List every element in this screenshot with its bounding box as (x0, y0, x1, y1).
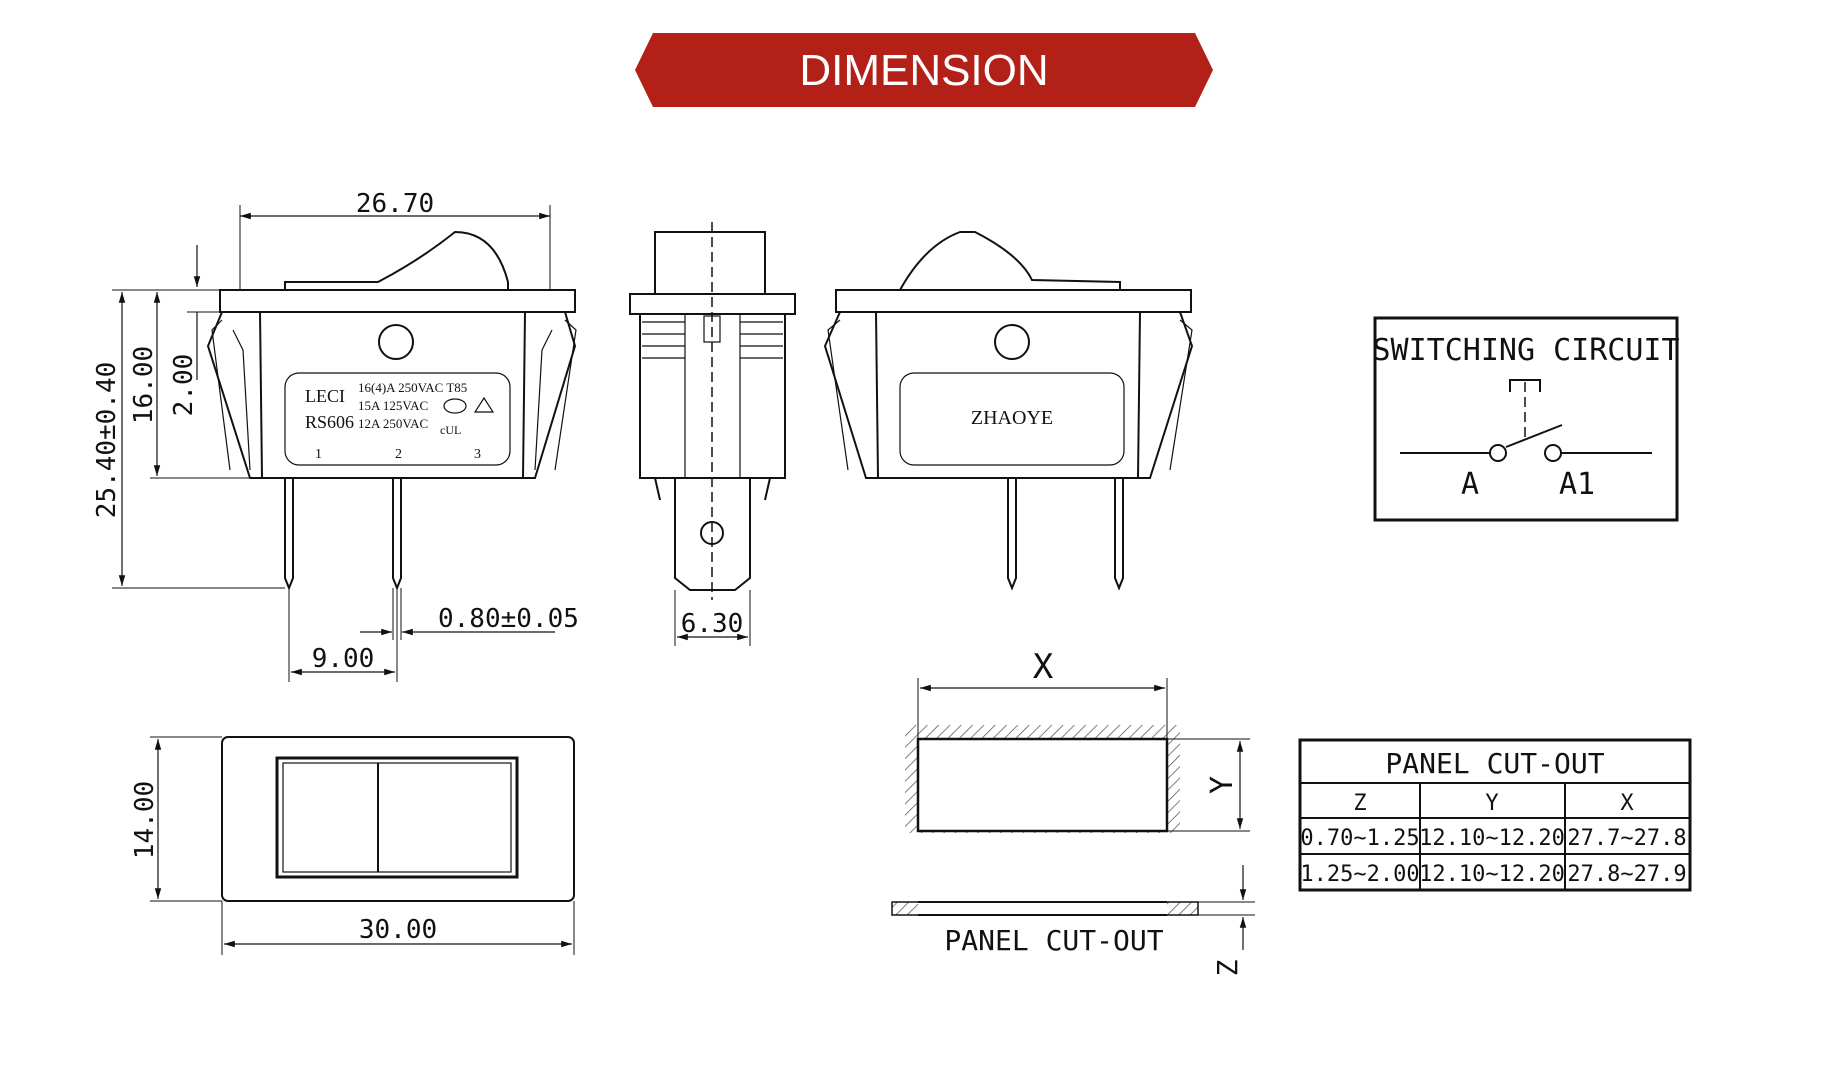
front-brand: LECI (305, 386, 345, 406)
terminal-a1-node (1544, 444, 1562, 462)
table-header-z: Z (1353, 791, 1366, 816)
switching-circuit-title: SWITCHING CIRCUIT (1372, 333, 1679, 368)
cutout-y-label: Y (1205, 776, 1240, 794)
banner-shape (635, 33, 1213, 107)
ccc-mark-icon (443, 398, 467, 414)
table-cell: 1.25~2.00 (1300, 862, 1419, 887)
dim-top-width: 30.00 (359, 915, 437, 945)
dim-body-height: 16.00 (129, 346, 159, 424)
cutout-z-label: Z (1211, 960, 1244, 977)
table-cell: 12.10~12.20 (1419, 862, 1565, 887)
table-cell: 12.10~12.20 (1419, 826, 1565, 851)
front-rating-1: 16(4)A 250VAC T85 (358, 380, 467, 395)
dim-pin-pitch: 9.00 (312, 644, 375, 674)
cutout-x-label: X (1033, 647, 1054, 687)
terminal-a1-label: A1 (1559, 467, 1595, 502)
dim-top-height-14: 14.00 (130, 781, 160, 859)
front-pin-1: 1 (315, 447, 322, 462)
dim-top-height: 2.00 (169, 354, 199, 417)
ul-mark-icon: cUL (440, 423, 461, 437)
switching-circuit-box: SWITCHING CIRCUIT A A1 (1372, 316, 1680, 522)
panel-cutout-table: PANEL CUT-OUT Z Y X 0.70~1.25 12.10~12.2… (1298, 738, 1692, 892)
cutout-caption: PANEL CUT-OUT (944, 924, 1163, 957)
front-rating-2: 15A 125VAC (358, 398, 428, 413)
table-title: PANEL CUT-OUT (1385, 747, 1604, 780)
side-view: 6.30 (629, 222, 796, 646)
front-pin-2: 2 (395, 447, 402, 462)
triangle-mark-icon (473, 396, 495, 413)
terminal-a-node (1489, 444, 1507, 462)
dim-total-height: 25.40±0.40 (92, 362, 122, 519)
table-header-x: X (1620, 791, 1634, 816)
terminal-a-label: A (1461, 467, 1479, 502)
table-cell: 0.70~1.25 (1300, 826, 1419, 851)
side-ribs (642, 321, 783, 359)
header-banner: DIMENSION (635, 33, 1213, 107)
page-title: DIMENSION (799, 46, 1048, 95)
back-view: ZHAOYE (823, 231, 1194, 591)
front-model: RS606 (305, 412, 354, 432)
table-cell: 27.7~27.8 (1567, 826, 1686, 851)
back-brand: ZHAOYE (971, 407, 1053, 429)
dim-pin-thickness: 0.80±0.05 (438, 604, 579, 634)
panel-cutout-drawing: X Y Z PANEL CUT-OUT (891, 647, 1255, 977)
front-view: LECI RS606 16(4)A 250VAC T85 15A 125VAC … (92, 189, 579, 682)
dim-front-width: 26.70 (356, 189, 434, 219)
top-view: 14.00 30.00 (130, 736, 575, 955)
table-header-y: Y (1485, 791, 1498, 816)
front-rating-3: 12A 250VAC (358, 416, 428, 431)
table-cell: 27.8~27.9 (1567, 862, 1686, 887)
dim-terminal-width: 6.30 (681, 609, 744, 639)
front-pin-3: 3 (474, 447, 481, 462)
